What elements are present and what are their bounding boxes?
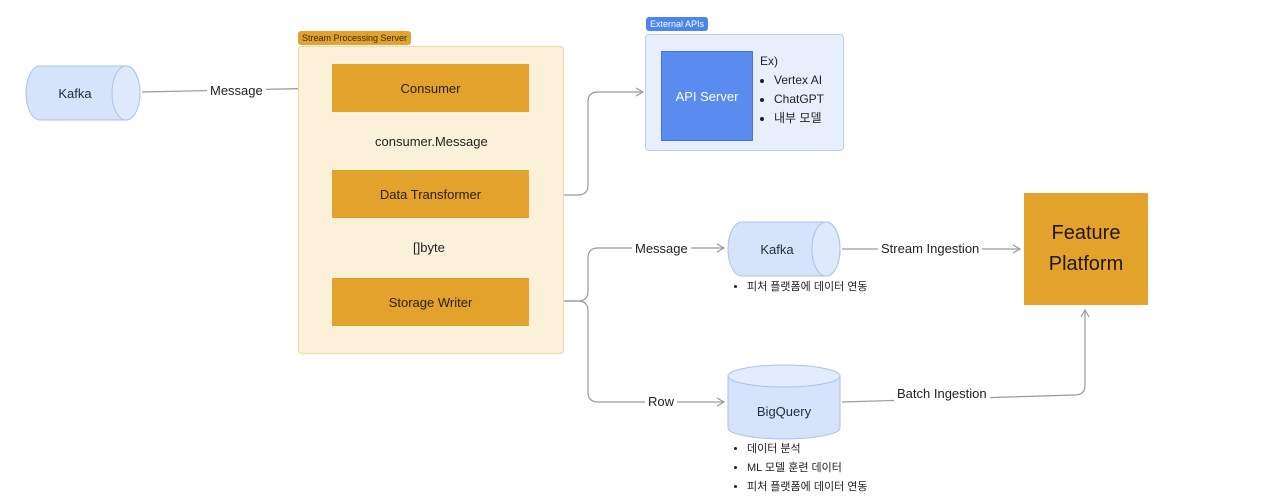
bigquery-notes: 데이터 분석 ML 모델 훈련 데이터 피처 플랫폼에 데이터 연동 <box>733 440 868 497</box>
kafka-source-label: Kafka <box>58 85 92 101</box>
edge-batch-ingestion-label: Batch Ingestion <box>894 386 990 402</box>
api-examples-title: Ex) <box>760 54 778 68</box>
edge-bigquery-to-feature <box>841 308 1090 403</box>
edge-writer-to-kafka <box>530 243 726 302</box>
stream-processing-server-tag: Stream Processing Server <box>298 31 412 45</box>
bigquery-cylinder[interactable] <box>727 364 841 440</box>
edge-message-out-label: Message <box>632 241 691 257</box>
kafka-sink-note: 피처 플랫폼에 데이터 연동 <box>747 278 868 297</box>
edge-message-in-label: Message <box>207 83 266 99</box>
edge-transformer-to-api <box>532 87 645 196</box>
api-example-item: 내부 모델 <box>774 109 824 128</box>
external-apis-tag: External APIs <box>646 17 709 31</box>
bigquery-note: 데이터 분석 <box>747 440 868 459</box>
bigquery-note: ML 모델 훈련 데이터 <box>747 459 868 478</box>
api-example-item: ChatGPT <box>774 90 824 109</box>
edge-row-label: Row <box>645 394 678 410</box>
edge-consumer-message-label: consumer.Message <box>372 134 491 150</box>
data-transformer-box[interactable]: Data Transformer <box>332 170 529 218</box>
consumer-box[interactable]: Consumer <box>332 64 529 112</box>
feature-platform-line2: Platform <box>1048 253 1124 275</box>
kafka-sink-notes: 피처 플랫폼에 데이터 연동 <box>733 278 868 297</box>
edge-stream-ingestion-label: Stream Ingestion <box>878 241 983 257</box>
kafka-sink-label: Kafka <box>760 241 794 257</box>
feature-platform-box[interactable]: Feature Platform <box>1024 193 1148 305</box>
api-server-box[interactable]: API Server <box>661 51 753 141</box>
storage-writer-box[interactable]: Storage Writer <box>332 278 529 326</box>
api-example-item: Vertex AI <box>774 71 824 90</box>
kafka-source-cylinder[interactable] <box>25 65 141 121</box>
kafka-sink-cylinder[interactable] <box>727 221 841 277</box>
edge-bytes-label: []byte <box>410 240 448 256</box>
bigquery-label: BigQuery <box>756 403 812 419</box>
feature-platform-line1: Feature <box>1051 222 1121 244</box>
edge-writer-to-bigquery <box>530 300 726 407</box>
api-examples: Ex) Vertex AI ChatGPT 내부 모델 <box>760 52 824 128</box>
bigquery-note: 피처 플랫폼에 데이터 연동 <box>747 478 868 497</box>
